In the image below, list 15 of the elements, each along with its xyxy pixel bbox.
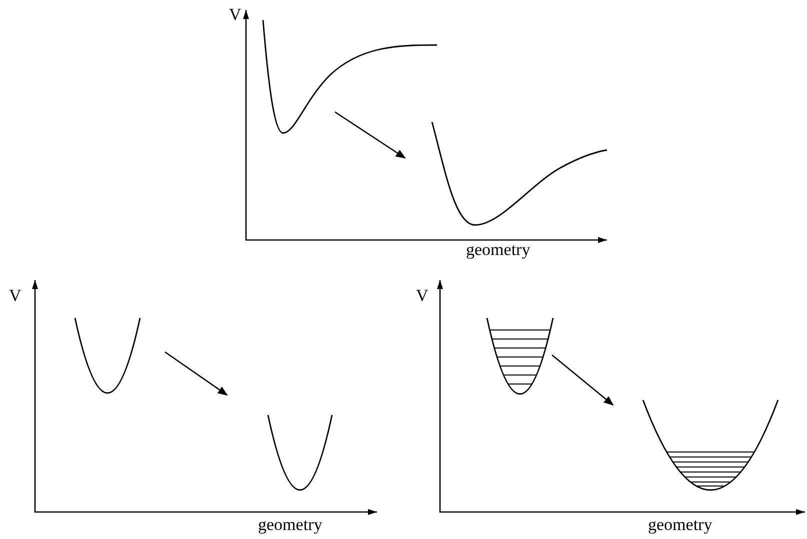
potential-curve	[262, 20, 437, 134]
axis-label: geometry	[258, 516, 322, 533]
axis-label: V	[229, 6, 242, 23]
axis-label: V	[9, 287, 22, 304]
potential-curve	[267, 414, 333, 490]
potential-curve	[74, 318, 141, 394]
potential-well-with-levels	[642, 400, 779, 490]
arrow	[164, 351, 228, 396]
axis-label: geometry	[648, 516, 712, 533]
potential-curve	[431, 122, 608, 226]
axis-label: V	[416, 287, 428, 304]
arrow	[334, 111, 406, 159]
axis-label: geometry	[466, 241, 530, 258]
arrow	[552, 354, 614, 406]
potential-well-with-levels	[486, 318, 554, 394]
